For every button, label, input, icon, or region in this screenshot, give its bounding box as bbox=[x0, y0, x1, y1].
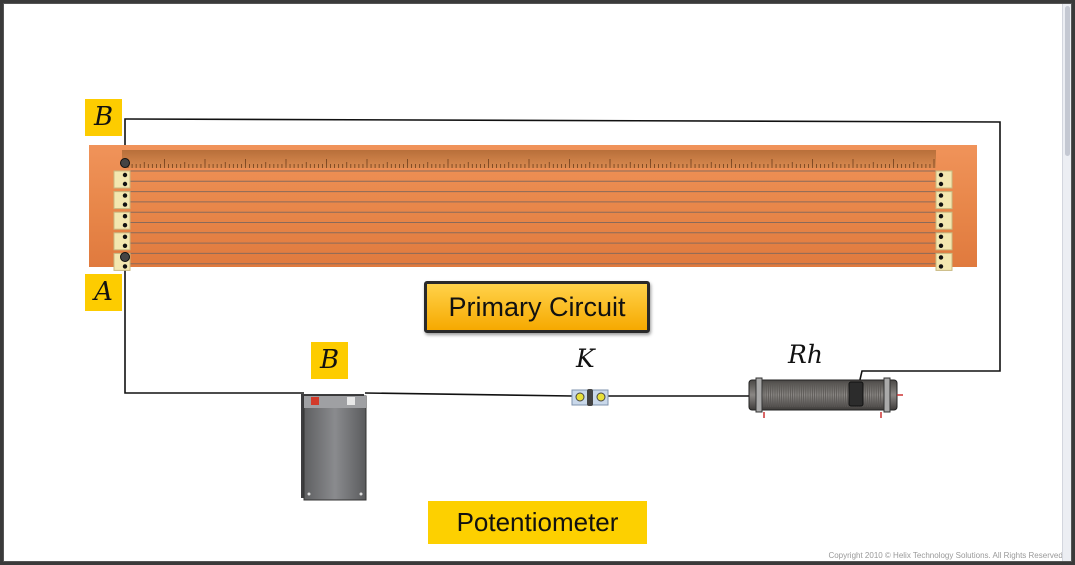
board-wires bbox=[125, 170, 944, 265]
circuit-svg bbox=[89, 118, 1001, 501]
primary-circuit-title: Primary Circuit bbox=[424, 281, 650, 333]
diagram-canvas: B A B K Rh Primary Circuit Potentiometer… bbox=[3, 3, 1072, 562]
terminal-a[interactable] bbox=[120, 252, 130, 262]
wire-battery-key bbox=[364, 392, 573, 397]
battery-icon[interactable] bbox=[301, 394, 367, 501]
vertical-scrollbar[interactable] bbox=[1062, 4, 1071, 561]
label-rheostat: Rh bbox=[788, 340, 823, 369]
wire-top bbox=[124, 118, 1001, 385]
label-battery: B bbox=[311, 342, 348, 379]
label-key: K bbox=[576, 344, 595, 373]
rheostat-slider[interactable] bbox=[848, 381, 864, 407]
potentiometer-board bbox=[89, 145, 977, 271]
scrollbar-thumb[interactable] bbox=[1065, 6, 1070, 156]
potentiometer-caption: Potentiometer bbox=[428, 501, 647, 544]
scale-ticks bbox=[123, 159, 935, 168]
terminal-b[interactable] bbox=[120, 158, 130, 168]
label-point-a: A bbox=[85, 274, 122, 311]
wires bbox=[124, 118, 1001, 397]
key-icon[interactable] bbox=[571, 389, 609, 406]
copyright-notice: Copyright 2010 © Helix Technology Soluti… bbox=[828, 551, 1065, 560]
rheostat-icon[interactable] bbox=[748, 377, 903, 418]
wire-left bbox=[124, 257, 304, 394]
rheostat-coil bbox=[763, 383, 881, 407]
label-point-b: B bbox=[85, 99, 122, 136]
right-terminals bbox=[935, 170, 953, 271]
